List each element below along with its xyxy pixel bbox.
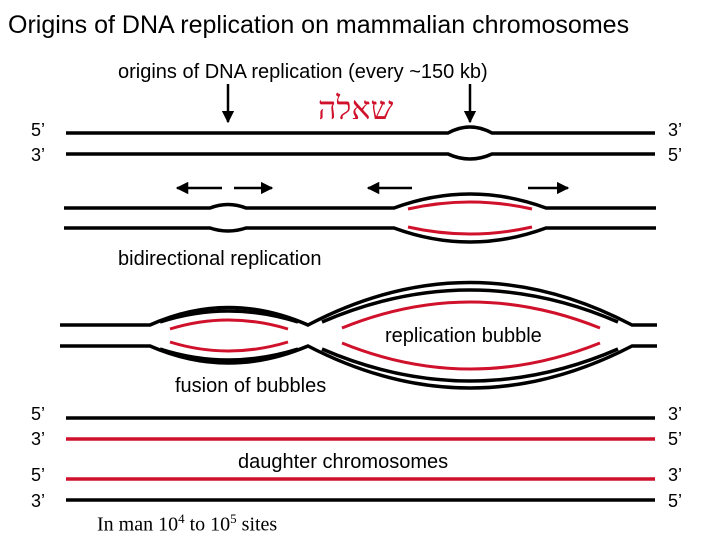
sites-note-middle: to 10 xyxy=(184,513,231,536)
strand-end-label: 3’ xyxy=(668,465,683,485)
strand-end-label: 5’ xyxy=(31,404,46,424)
strand-end-label: 5’ xyxy=(31,120,46,140)
fusion-label: fusion of bubbles xyxy=(175,375,327,397)
parental-duplex xyxy=(66,125,655,161)
page-title: Origins of DNA replication on mammalian … xyxy=(8,11,630,39)
daughter-chromosomes-label: daughter chromosomes xyxy=(238,451,449,473)
strand-end-label: 5’ xyxy=(668,429,683,449)
sites-note-exponent: 4 xyxy=(178,511,185,526)
strand-end-label: 5’ xyxy=(31,465,46,485)
new-strand xyxy=(407,200,533,236)
replicating-duplex xyxy=(64,192,656,244)
hebrew-annotation: שאלה xyxy=(318,89,394,127)
sites-note-exponent: 5 xyxy=(230,511,237,526)
fusing-duplex xyxy=(60,280,657,390)
origins-label: origins of DNA replication (every ~150 k… xyxy=(118,61,488,83)
strand-end-label: 5’ xyxy=(668,491,683,511)
strand-end-label: 5’ xyxy=(668,145,683,165)
replication-bubble-label: replication bubble xyxy=(385,325,542,347)
sites-note-suffix: sites xyxy=(236,513,278,536)
strand-end-label: 3’ xyxy=(668,404,683,424)
strand-end-label: 3’ xyxy=(668,120,683,140)
strand-end-label: 3’ xyxy=(31,145,46,165)
sites-note-prefix: In man 10 xyxy=(97,513,179,536)
strand-end-label: 3’ xyxy=(31,491,46,511)
daughter-duplex-in-bubble xyxy=(159,288,619,383)
sites-note: In man 104 to 105 sites xyxy=(97,512,277,535)
bidirectional-label: bidirectional replication xyxy=(118,248,322,270)
new-strand xyxy=(169,300,601,371)
strand-end-label: 3’ xyxy=(31,429,46,449)
